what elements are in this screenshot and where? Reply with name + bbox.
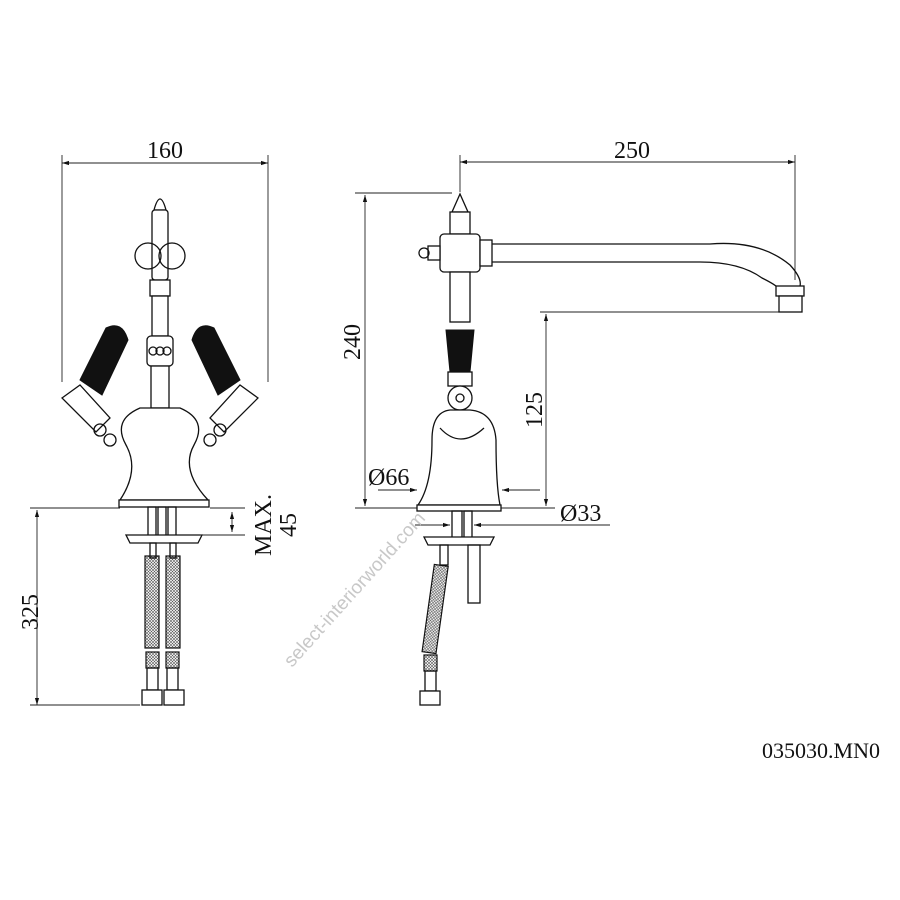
front-width-dimension: 160 xyxy=(61,138,269,382)
side-view: 250 240 125 xyxy=(340,138,805,706)
max-value: 45 xyxy=(276,513,302,537)
max-thickness-dimension: MAX. 45 xyxy=(200,494,302,556)
height-dimension: 240 xyxy=(340,192,452,509)
max-label: MAX. xyxy=(251,494,277,556)
model-number: 035030.MN0 xyxy=(762,738,880,763)
watermark: select-interiorworld.com xyxy=(280,508,430,671)
reach-label: 250 xyxy=(614,138,650,164)
front-height-dimension: 325 xyxy=(18,507,140,706)
base-diameter-dimension: Ø66 xyxy=(368,465,540,493)
right-handle xyxy=(191,325,259,447)
front-view: 160 xyxy=(18,138,302,706)
body-diameter-label: Ø33 xyxy=(560,501,601,527)
spout-height-dimension: 125 xyxy=(500,311,800,509)
front-height-label: 325 xyxy=(18,594,44,630)
front-faucet xyxy=(61,198,259,706)
side-faucet xyxy=(416,192,805,706)
left-handle xyxy=(61,325,129,447)
base-diameter-label: Ø66 xyxy=(368,465,409,491)
front-width-label: 160 xyxy=(147,138,183,164)
body-diameter-dimension: Ø33 xyxy=(415,501,610,528)
reach-dimension: 250 xyxy=(459,138,796,280)
spout-height-label: 125 xyxy=(522,392,548,428)
height-label: 240 xyxy=(340,324,366,360)
